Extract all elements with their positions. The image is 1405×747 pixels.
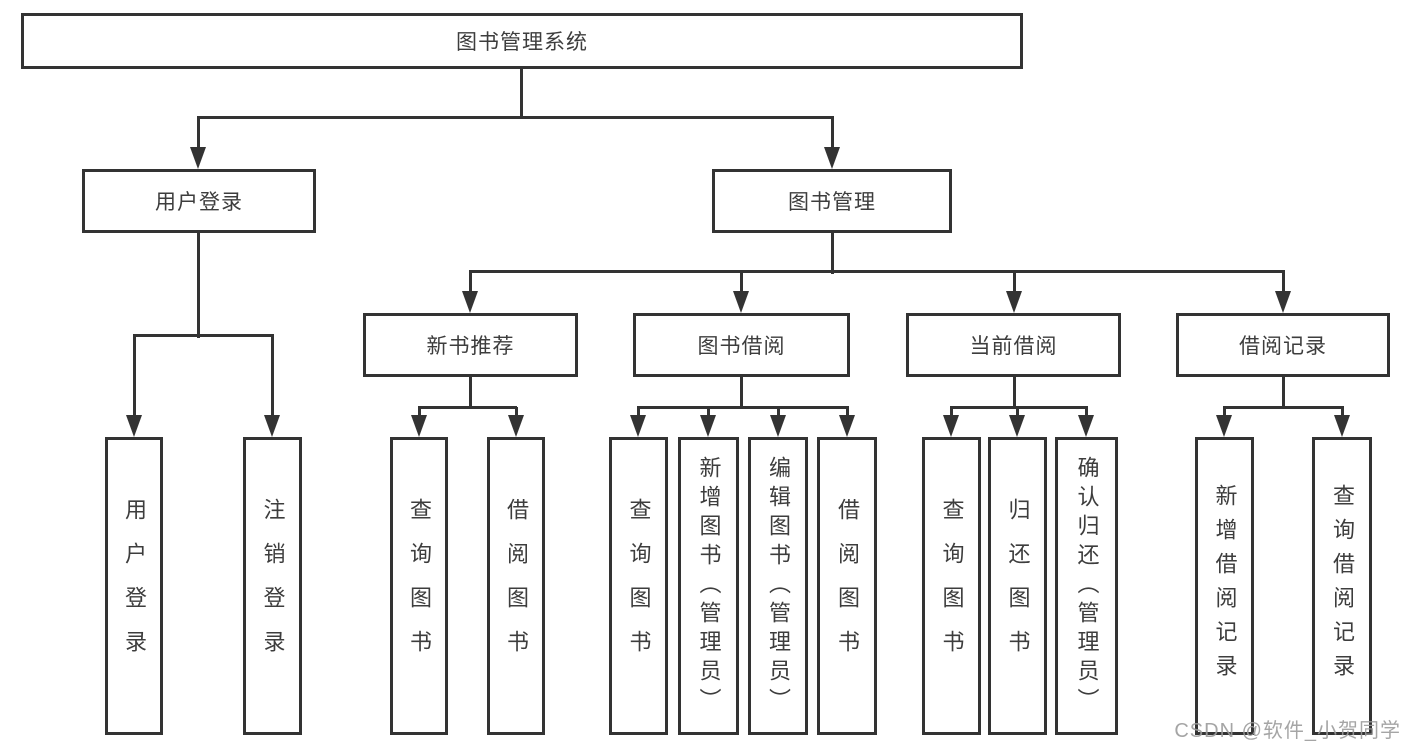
connector-line bbox=[776, 407, 780, 415]
leaf-query-books-1-label: 查询图书 bbox=[407, 498, 432, 674]
connector-line bbox=[196, 117, 200, 147]
leaf-query-books-3-label: 查询图书 bbox=[939, 498, 965, 674]
connector-line bbox=[514, 407, 518, 415]
connector-line bbox=[270, 335, 274, 415]
arrow-down-icon bbox=[630, 415, 646, 437]
arrow-down-icon bbox=[508, 415, 524, 437]
node-user-login-label: 用户登录 bbox=[155, 191, 243, 214]
connector-line bbox=[197, 115, 834, 119]
arrow-down-icon bbox=[264, 415, 280, 437]
connector-line bbox=[1223, 405, 1344, 409]
node-borrow-record-label: 借阅记录 bbox=[1239, 335, 1327, 358]
leaf-borrow-books-1: 借阅图书 bbox=[487, 437, 545, 735]
connector-line bbox=[468, 271, 472, 291]
node-book-management-label: 图书管理 bbox=[788, 191, 876, 214]
connector-line bbox=[418, 405, 517, 409]
node-root-label: 图书管理系统 bbox=[456, 31, 588, 54]
connector-line bbox=[950, 405, 1088, 409]
arrow-down-icon bbox=[1009, 415, 1025, 437]
connector-line bbox=[739, 271, 743, 291]
arrow-down-icon bbox=[824, 147, 840, 169]
leaf-query-borrow-record: 查询借阅记录 bbox=[1312, 437, 1372, 735]
node-current-borrow-label: 当前借阅 bbox=[969, 335, 1058, 358]
leaf-query-books-2: 查询图书 bbox=[609, 437, 668, 735]
leaf-confirm-return-admin-label: 确认归还（管理员） bbox=[1074, 455, 1100, 717]
arrow-down-icon bbox=[1334, 415, 1350, 437]
arrow-down-icon bbox=[190, 147, 206, 169]
leaf-query-borrow-record-label: 查询借阅记录 bbox=[1330, 484, 1355, 688]
connector-line bbox=[830, 233, 834, 274]
node-root: 图书管理系统 bbox=[21, 13, 1023, 69]
connector-line bbox=[1012, 377, 1016, 409]
arrow-down-icon bbox=[770, 415, 786, 437]
node-current-borrow: 当前借阅 bbox=[906, 313, 1121, 377]
connector-line bbox=[706, 407, 710, 415]
arrow-down-icon bbox=[700, 415, 716, 437]
connector-line bbox=[830, 117, 834, 147]
arrow-down-icon bbox=[126, 415, 142, 437]
connector-line bbox=[845, 407, 849, 415]
leaf-query-books-3: 查询图书 bbox=[922, 437, 981, 735]
connector-line bbox=[637, 405, 849, 409]
connector-line bbox=[417, 407, 421, 415]
arrow-down-icon bbox=[733, 291, 749, 313]
leaf-borrow-books-2: 借阅图书 bbox=[817, 437, 877, 735]
node-user-login: 用户登录 bbox=[82, 169, 316, 233]
connector-line bbox=[1084, 407, 1088, 415]
leaf-return-books-label: 归还图书 bbox=[1005, 498, 1031, 674]
leaf-borrow-books-2-label: 借阅图书 bbox=[835, 498, 860, 674]
connector-line bbox=[1281, 271, 1285, 291]
node-borrow-record: 借阅记录 bbox=[1176, 313, 1390, 377]
csdn-watermark: CSDN @软件_小贺同学 bbox=[1174, 720, 1401, 742]
connector-line bbox=[1281, 377, 1285, 409]
connector-line bbox=[739, 377, 743, 409]
arrow-down-icon bbox=[462, 291, 478, 313]
leaf-add-book-admin: 新增图书（管理员） bbox=[678, 437, 739, 735]
connector-line bbox=[196, 233, 200, 338]
arrow-down-icon bbox=[411, 415, 427, 437]
leaf-edit-book-admin: 编辑图书（管理员） bbox=[748, 437, 808, 735]
connector-line bbox=[949, 407, 953, 415]
connector-line bbox=[1340, 407, 1344, 415]
arrow-down-icon bbox=[839, 415, 855, 437]
leaf-query-books-1: 查询图书 bbox=[390, 437, 448, 735]
connector-line bbox=[468, 375, 472, 409]
connector-line bbox=[636, 407, 640, 415]
leaf-user-login-label: 用户登录 bbox=[122, 498, 147, 674]
node-book-management: 图书管理 bbox=[712, 169, 952, 233]
connector-line bbox=[1012, 271, 1016, 291]
connector-line bbox=[1015, 407, 1019, 415]
arrow-down-icon bbox=[1078, 415, 1094, 437]
leaf-edit-book-admin-label: 编辑图书（管理员） bbox=[766, 455, 791, 717]
leaf-confirm-return-admin: 确认归还（管理员） bbox=[1055, 437, 1118, 735]
node-book-borrow: 图书借阅 bbox=[633, 313, 850, 377]
connector-line bbox=[133, 333, 274, 337]
leaf-add-borrow-record-label: 新增借阅记录 bbox=[1212, 484, 1238, 688]
leaf-add-book-admin-label: 新增图书（管理员） bbox=[696, 455, 722, 717]
leaf-return-books: 归还图书 bbox=[988, 437, 1047, 735]
connector-line bbox=[519, 68, 523, 119]
connector-line bbox=[1222, 407, 1226, 415]
leaf-user-login: 用户登录 bbox=[105, 437, 163, 735]
leaf-logout: 注销登录 bbox=[243, 437, 302, 735]
arrow-down-icon bbox=[1006, 291, 1022, 313]
leaf-borrow-books-1-label: 借阅图书 bbox=[504, 498, 529, 674]
node-new-book-recommend-label: 新书推荐 bbox=[426, 335, 515, 358]
node-new-book-recommend: 新书推荐 bbox=[363, 313, 578, 377]
leaf-logout-label: 注销登录 bbox=[260, 498, 286, 674]
leaf-add-borrow-record: 新增借阅记录 bbox=[1195, 437, 1254, 735]
arrow-down-icon bbox=[1275, 291, 1291, 313]
connector-line bbox=[469, 269, 1285, 273]
leaf-query-books-2-label: 查询图书 bbox=[626, 498, 652, 674]
node-book-borrow-label: 图书借阅 bbox=[697, 335, 786, 358]
arrow-down-icon bbox=[943, 415, 959, 437]
connector-line bbox=[132, 335, 136, 415]
arrow-down-icon bbox=[1216, 415, 1232, 437]
